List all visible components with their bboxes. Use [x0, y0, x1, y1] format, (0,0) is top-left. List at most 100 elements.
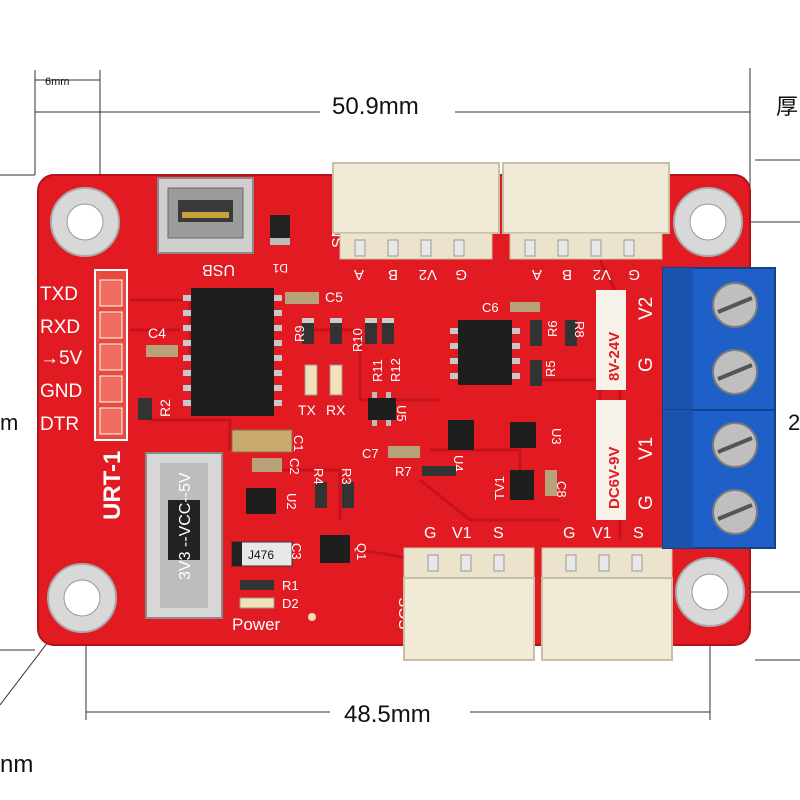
terminal-v2-label: V2: [636, 297, 657, 320]
sms-pin-labels-right: A B V2 G: [532, 266, 640, 283]
scs-pin-labels-left: G V1 S: [424, 525, 504, 542]
u3-label: U3: [549, 428, 564, 445]
svg-text:G: G: [628, 266, 640, 283]
svg-text:A: A: [354, 266, 364, 283]
pin-dtr: DTR: [40, 414, 79, 435]
u3-chip: [510, 422, 536, 448]
voltage-v2-box: [596, 290, 626, 390]
svg-text:G: G: [455, 266, 467, 283]
c4-label: C4: [148, 325, 166, 341]
terminal-g-bottom-label: G: [636, 495, 657, 510]
svg-text:V2: V2: [593, 266, 611, 283]
voltage-v1-box: [596, 400, 626, 520]
pcb-board: USB D1 SMS A B V2 G: [37, 162, 751, 661]
mounting-hole-tr: [673, 187, 743, 257]
voltage-v1-label: DC6V-9V: [606, 446, 623, 509]
u4-chip: [448, 420, 474, 450]
voltage-select-switch: [145, 452, 223, 619]
right-fragment-mid: 2: [788, 410, 800, 435]
r5-label: R5: [543, 360, 558, 377]
sms-connector-left: [332, 162, 500, 260]
svg-text:A: A: [532, 266, 542, 283]
tx-label: TX: [298, 402, 317, 418]
switch-label: 3V3 --VCC--5V: [177, 472, 194, 580]
c1-capacitor: [231, 429, 293, 453]
u5-label: U5: [394, 405, 409, 422]
c8-label: C8: [554, 481, 569, 498]
scs-connector-left: [403, 547, 535, 661]
r7-label: R7: [395, 464, 412, 479]
svg-text:S: S: [633, 525, 644, 542]
c6-label: C6: [482, 300, 499, 315]
serial-pin-header: [94, 269, 128, 441]
voltage-v2-label: 8V-24V: [606, 332, 623, 381]
terminal-v1-label: V1: [636, 437, 657, 460]
usb-serial-ic: [183, 288, 282, 416]
j476-marking: J476: [248, 548, 274, 562]
board-width-label: 50.9mm: [332, 93, 419, 120]
c3-label: C3: [289, 543, 304, 560]
mounting-hole-tl: [50, 187, 120, 257]
power-led: [308, 613, 316, 621]
sms-connector-right: [502, 162, 670, 260]
c2-label: C2: [287, 458, 302, 475]
svg-text:V2: V2: [419, 266, 437, 283]
q1-transistor: [320, 535, 350, 563]
r10-label: R10: [350, 328, 365, 352]
hole-offset-label: 6mm: [45, 76, 69, 88]
svg-text:V1: V1: [452, 525, 472, 542]
hole-spacing-label: 48.5mm: [344, 701, 431, 728]
tx-led: [304, 364, 318, 396]
svg-text:B: B: [388, 266, 398, 283]
tv1-label: TV1: [492, 476, 507, 500]
pin-txd: TXD: [40, 284, 78, 305]
r6-label: R6: [545, 320, 560, 337]
u5-chip: [368, 398, 396, 420]
left-fragment-mid: m: [0, 410, 18, 435]
micro-usb-connector: [157, 177, 254, 254]
svg-text:S: S: [493, 525, 504, 542]
tv1-component: [510, 470, 534, 500]
usb-label: USB: [202, 261, 235, 278]
d1-diode: [270, 215, 290, 245]
bus-transceiver-ic: [450, 320, 520, 385]
rx-label: RX: [326, 402, 346, 418]
svg-text:B: B: [562, 266, 572, 283]
thickness-label-fragment: 厚: [776, 94, 798, 119]
pin-5v: →5V: [40, 348, 83, 369]
mounting-hole-br: [675, 557, 745, 627]
c5-label: C5: [325, 289, 343, 305]
r2-label: R2: [157, 399, 173, 417]
left-fragment-bottom: nm: [0, 751, 33, 778]
r9-label: R9: [292, 325, 307, 342]
sms-pin-labels-left: A B V2 G: [354, 266, 467, 283]
c1-label: C1: [291, 435, 306, 452]
svg-text:G: G: [563, 525, 575, 542]
scs-pin-labels-right: G V1 S: [563, 525, 644, 542]
serial-pin-labels: TXD RXD →5V GND DTR: [40, 284, 83, 435]
d1-label: D1: [272, 261, 288, 275]
r8-label: R8: [572, 321, 587, 338]
screw-terminal-v2: [662, 267, 776, 411]
r4-label: R4: [311, 468, 326, 485]
mounting-hole-bl: [47, 563, 117, 633]
r12-label: R12: [388, 358, 403, 382]
rx-led: [329, 364, 343, 396]
u2-chip: [246, 488, 276, 514]
d2-label: D2: [282, 596, 299, 611]
resistor-group-r9-r12: [302, 318, 394, 344]
pin-gnd: GND: [40, 381, 82, 402]
r11-label: R11: [370, 359, 385, 382]
c7-label: C7: [362, 446, 379, 461]
q1-label: Q1: [354, 543, 369, 560]
scs-connector-right: [541, 547, 673, 661]
terminal-g-top-label: G: [636, 357, 657, 372]
svg-text:V1: V1: [592, 525, 612, 542]
r3-label: R3: [339, 468, 354, 485]
pin-rxd: RXD: [40, 317, 80, 338]
r1-label: R1: [282, 578, 299, 593]
u2-label: U2: [284, 493, 299, 510]
board-model-label: URT-1: [99, 451, 126, 520]
svg-text:G: G: [424, 525, 436, 542]
